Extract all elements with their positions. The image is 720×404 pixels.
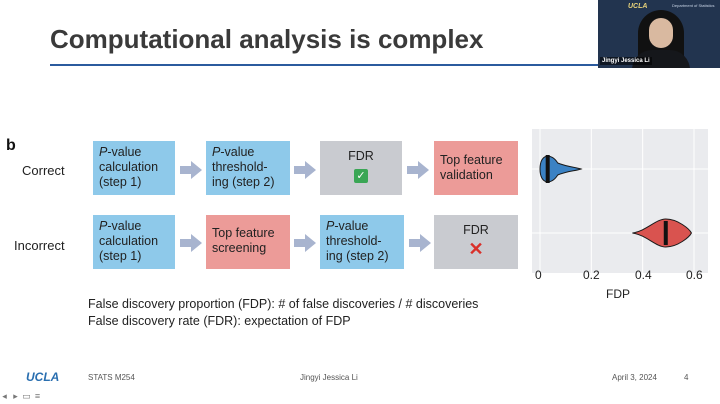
correct-pvalue-thresholding-box: P-value threshold- ing (step 2): [206, 141, 290, 195]
footer-author: Jingyi Jessica Li: [300, 373, 358, 382]
x-tick-label: 0: [535, 268, 542, 282]
box-text: -value: [107, 145, 142, 159]
footer-ucla-logo: UCLA: [26, 370, 60, 384]
box-text: validation: [440, 168, 493, 182]
prev-arrow-icon[interactable]: ◂: [2, 391, 7, 401]
box-text: (step 1): [99, 175, 142, 189]
cross-icon: ✕: [468, 239, 484, 259]
next-arrow-icon[interactable]: ▸: [13, 391, 18, 401]
correct-fdr-box: FDR ✓: [320, 141, 402, 195]
arrow-icon: [409, 234, 431, 252]
footer-page-number: 4: [684, 373, 689, 382]
box-text: -value: [107, 219, 142, 233]
p-italic: P: [326, 219, 335, 233]
median-marker: [545, 155, 550, 183]
incorrect-pvalue-calculation-box: P-value calculation (step 1): [93, 215, 175, 269]
x-tick-label: 0.4: [635, 268, 652, 282]
box-text: ing (step 2): [326, 249, 389, 263]
p-italic: P: [99, 145, 108, 159]
arrow-icon: [180, 161, 202, 179]
incorrect-violin: [632, 218, 692, 248]
figure-label: b: [6, 137, 16, 154]
correct-top-feature-validation-box: Top feature validation: [434, 141, 518, 195]
menu-icon[interactable]: ≡: [34, 391, 41, 401]
box-text: FDR: [348, 149, 374, 163]
median-marker: [663, 221, 668, 245]
arrow-icon: [180, 234, 202, 252]
box-text: ing (step 2): [212, 175, 275, 189]
box-text: Top feature: [212, 226, 275, 240]
fdp-definition: False discovery proportion (FDP): # of f…: [88, 297, 479, 311]
box-text: threshold-: [326, 234, 382, 248]
video-ucla-logo: UCLA: [628, 3, 648, 10]
arrow-icon: [407, 161, 429, 179]
slides-icon[interactable]: ▭: [22, 391, 31, 401]
row-label-correct: Correct: [22, 163, 65, 178]
slide-title: Computational analysis is complex: [50, 24, 484, 54]
definitions-text: False discovery proportion (FDP): # of f…: [88, 296, 478, 330]
fdp-violin-plot: [532, 129, 708, 273]
slide-navigation: ◂ ▸ ▭ ≡: [0, 392, 42, 404]
participant-video[interactable]: UCLA Department of Statistics Jingyi Jes…: [598, 0, 720, 68]
p-italic: P: [99, 219, 108, 233]
box-text: -value: [220, 145, 255, 159]
participant-face: [649, 18, 673, 48]
box-text: screening: [212, 241, 267, 255]
video-department-text: Department of Statistics: [672, 3, 715, 8]
box-text: calculation: [99, 160, 159, 174]
incorrect-pvalue-thresholding-box: P-value threshold- ing (step 2): [320, 215, 404, 269]
box-text: calculation: [99, 234, 159, 248]
fdr-definition: False discovery rate (FDR): expectation …: [88, 314, 351, 328]
footer-course: STATS M254: [88, 373, 135, 382]
correct-violin: [539, 155, 583, 183]
p-italic: P: [212, 145, 221, 159]
arrow-icon: [294, 234, 316, 252]
box-text: Top feature: [440, 153, 503, 167]
x-axis-label: FDP: [606, 287, 630, 301]
box-text: -value: [334, 219, 369, 233]
box-text: (step 1): [99, 249, 142, 263]
box-text: FDR: [463, 223, 489, 237]
correct-pvalue-calculation-box: P-value calculation (step 1): [93, 141, 175, 195]
check-icon: ✓: [354, 169, 368, 183]
arrow-icon: [294, 161, 316, 179]
box-text: threshold-: [212, 160, 268, 174]
participant-name: Jingyi Jessica Li: [600, 57, 652, 65]
title-divider: [50, 64, 598, 66]
row-label-incorrect: Incorrect: [14, 238, 65, 253]
incorrect-fdr-box: FDR ✕: [434, 215, 518, 269]
incorrect-top-feature-screening-box: Top feature screening: [206, 215, 290, 269]
x-tick-label: 0.2: [583, 268, 600, 282]
x-tick-label: 0.6: [686, 268, 703, 282]
footer-date: April 3, 2024: [612, 373, 657, 382]
